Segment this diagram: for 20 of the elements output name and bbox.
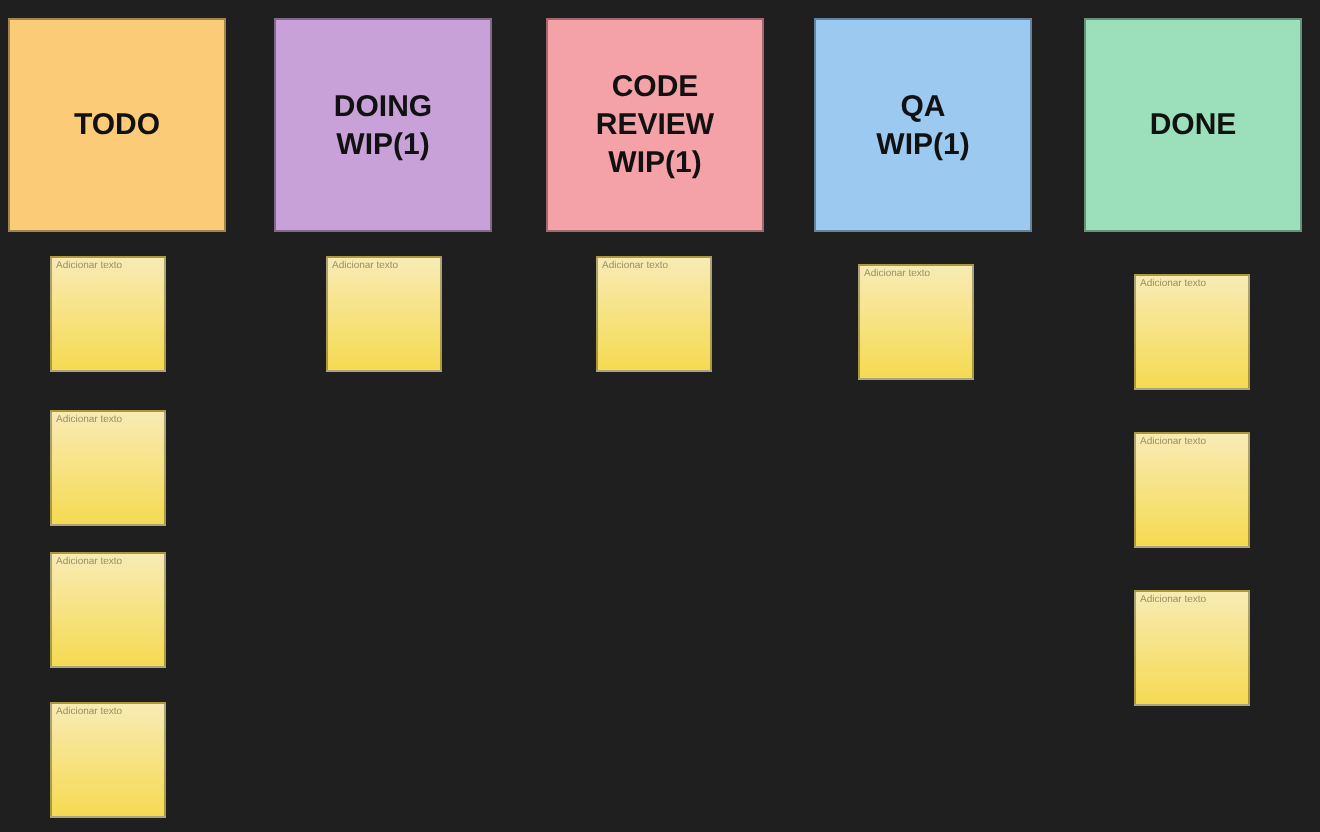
- column-title: TODO: [71, 106, 163, 144]
- sticky-note: [50, 702, 166, 818]
- sticky-note: [50, 256, 166, 372]
- sticky-note: [1134, 432, 1250, 548]
- sticky-note: [1134, 590, 1250, 706]
- column-header: [1084, 18, 1302, 232]
- column-title: DOING WIP(1): [331, 87, 435, 163]
- sticky-note: [50, 552, 166, 668]
- column-header: [546, 18, 764, 232]
- column-header: [274, 18, 492, 232]
- column-title: CODE REVIEW WIP(1): [593, 68, 717, 182]
- sticky-note: [858, 264, 974, 380]
- sticky-note: [326, 256, 442, 372]
- sticky-note: [50, 410, 166, 526]
- column-title: QA WIP(1): [874, 87, 972, 163]
- column-title: DONE: [1147, 106, 1239, 144]
- sticky-note: [596, 256, 712, 372]
- sticky-note: [1134, 274, 1250, 390]
- column-header: [814, 18, 1032, 232]
- column-header: [8, 18, 226, 232]
